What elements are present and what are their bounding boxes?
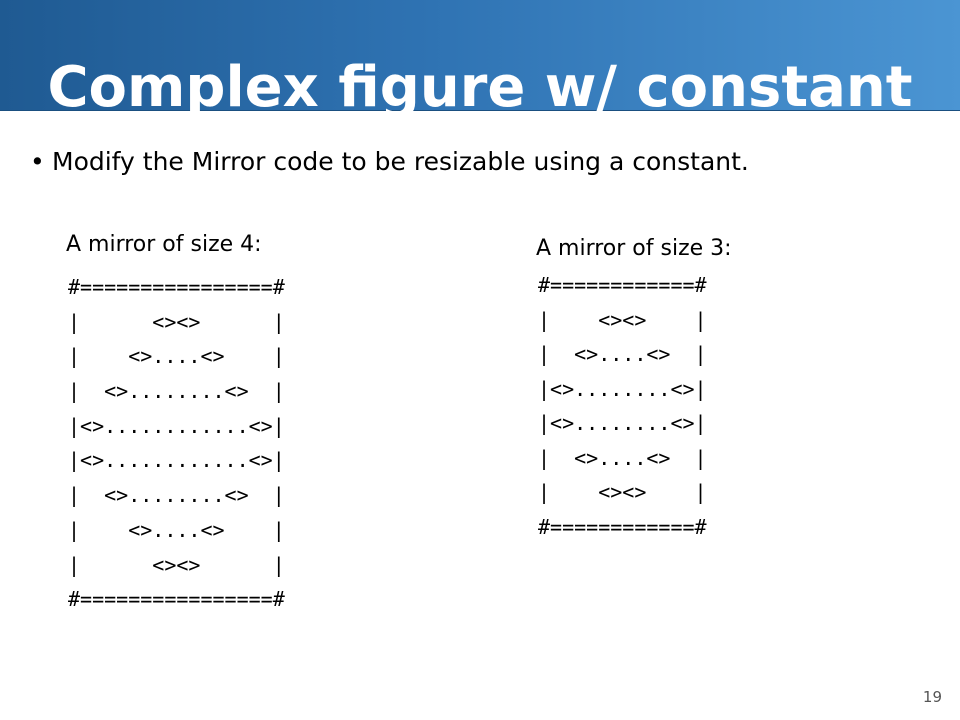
mirror-line: |<>............<>| [68,413,285,438]
mirror-line: | <><> | [68,552,285,577]
mirror-line: | <>........<> | [68,483,285,508]
bullet-item: •Modify the Mirror code to be resizable … [30,144,749,180]
mirror-line: | <>....<> | [538,342,707,366]
mirror-line: | <>........<> | [68,379,285,404]
title-bar [0,0,960,111]
mirror-line: | <>....<> | [68,344,285,369]
right-mirror-figure: #============# | <><> | | <>....<> | |<>… [538,268,707,544]
mirror-line: #================# [68,587,285,612]
left-mirror-figure: #================# | <><> | | <>....<> |… [68,270,285,617]
mirror-line: | <>....<> | [68,517,285,542]
mirror-line: #================# [68,275,285,299]
slide-title: Complex figure w/ constant [47,55,913,120]
bullet-icon: • [30,147,45,176]
mirror-line: |<>........<>| [538,376,707,401]
page-number: 19 [922,688,942,706]
right-mirror-heading: A mirror of size 3: [536,236,732,261]
mirror-line: #============# [538,273,707,297]
mirror-line: #============# [538,514,707,539]
mirror-line: | <>....<> | [538,445,707,470]
left-mirror-heading: A mirror of size 4: [66,232,262,257]
mirror-line: |<>........<>| [538,411,707,435]
mirror-line: | <><> | [538,307,707,332]
mirror-line: | <><> | [538,480,707,504]
bullet-text: Modify the Mirror code to be resizable u… [52,147,749,176]
mirror-line: | <><> | [68,309,285,334]
mirror-line: |<>............<>| [68,448,285,473]
